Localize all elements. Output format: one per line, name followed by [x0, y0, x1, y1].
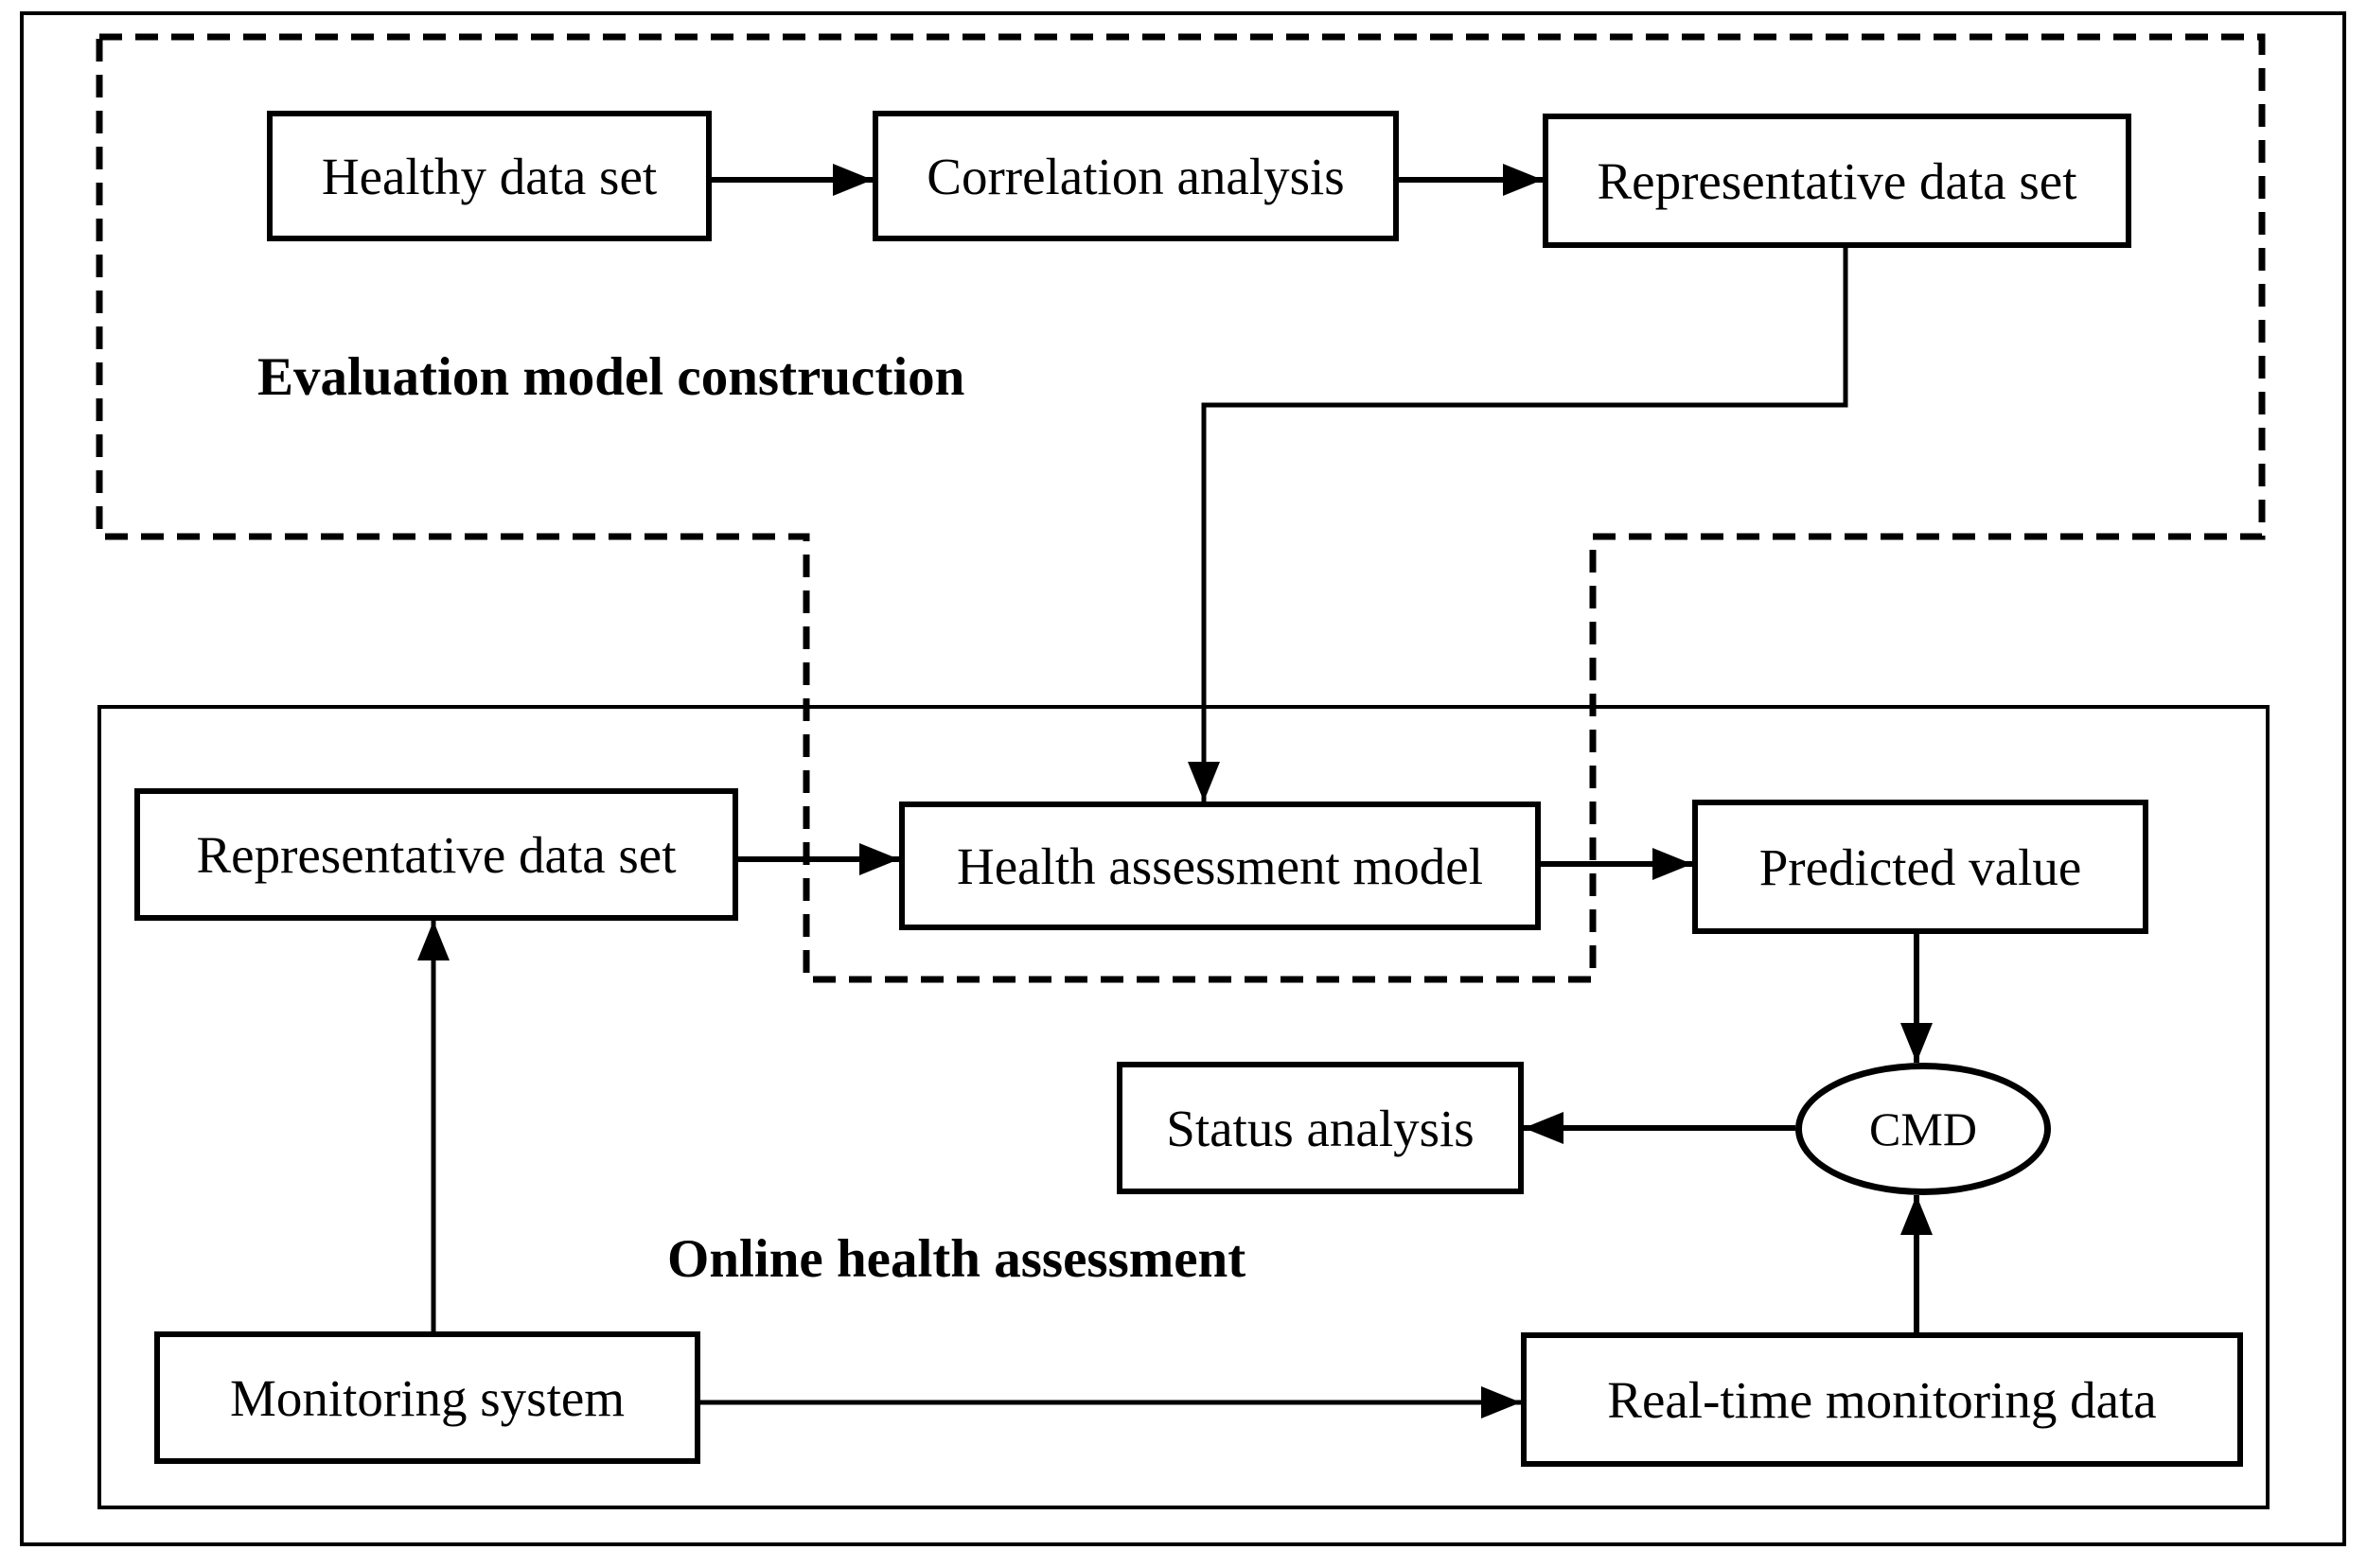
section-label-evaluation-model-construction: Evaluation model construction	[257, 347, 965, 407]
node-status-analysis: Status analysis	[1117, 1062, 1524, 1194]
node-realtime-monitoring-data-label: Real-time monitoring data	[1607, 1370, 2157, 1429]
node-representative-data-set-bottom-label: Representative data set	[196, 825, 677, 884]
node-health-assessment-model-label: Health assessment model	[957, 837, 1483, 895]
node-correlation-analysis: Correlation analysis	[873, 111, 1399, 241]
node-cmd-label: CMD	[1869, 1102, 1977, 1155]
node-status-analysis-label: Status analysis	[1166, 1099, 1475, 1157]
node-health-assessment-model: Health assessment model	[899, 802, 1541, 930]
node-healthy-data-set: Healthy data set	[267, 111, 712, 241]
node-cmd-ellipse: CMD	[1795, 1063, 2051, 1195]
node-monitoring-system-label: Monitoring system	[229, 1368, 626, 1427]
evaluation-section-dashed-border	[96, 33, 2266, 983]
outer-frame-border	[20, 11, 2346, 1546]
arrow-representative-to-health-model	[1188, 248, 1848, 802]
online-section-border	[97, 705, 2270, 1509]
node-representative-data-set-top: Representative data set	[1543, 114, 2131, 248]
node-representative-data-set-top-label: Representative data set	[1597, 151, 2077, 210]
node-representative-data-set-bottom: Representative data set	[134, 788, 738, 921]
node-monitoring-system: Monitoring system	[154, 1331, 700, 1464]
node-healthy-data-set-label: Healthy data set	[321, 147, 658, 205]
node-predicted-value-label: Predicted value	[1758, 837, 2082, 896]
node-predicted-value: Predicted value	[1692, 800, 2148, 934]
node-correlation-analysis-label: Correlation analysis	[927, 147, 1345, 205]
node-realtime-monitoring-data: Real-time monitoring data	[1521, 1332, 2243, 1467]
section-label-online-health-assessment: Online health assessment	[667, 1229, 1246, 1289]
